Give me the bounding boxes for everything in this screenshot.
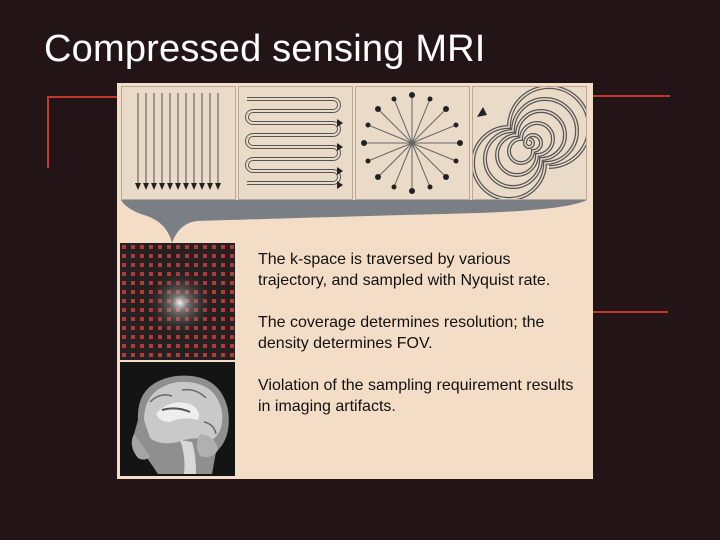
decorative-line-right-middle [593, 311, 668, 313]
zigzag-lines-icon [245, 97, 343, 189]
brain-mri-graphic [120, 362, 235, 476]
funnel-shape [121, 200, 587, 243]
radial-lines-icon [361, 92, 463, 194]
cartesian-trajectory [121, 86, 236, 200]
cartesian-lines-icon [135, 93, 221, 190]
brain-mri-image [120, 362, 235, 476]
paragraph-violation: Violation of the sampling requirement re… [258, 377, 574, 415]
description-text: The k-space is traversed by various traj… [258, 249, 578, 438]
slide-title: Compressed sensing MRI [44, 28, 486, 70]
spiral-icon [473, 87, 586, 199]
decorative-line-left-horizontal [47, 96, 117, 98]
paragraph-trajectory: The k-space is traversed by various traj… [258, 251, 551, 289]
decorative-line-left-vertical [47, 96, 49, 168]
decorative-line-right-top [593, 95, 670, 97]
k-space-sampling-image [120, 243, 235, 360]
zigzag-trajectory [238, 86, 353, 200]
spiral-trajectory [472, 86, 587, 200]
k-space-grid-graphic [120, 243, 235, 360]
figure-panel: The k-space is traversed by various traj… [117, 83, 593, 479]
radial-trajectory [355, 86, 470, 200]
paragraph-coverage: The coverage determines resolution; the … [258, 314, 545, 352]
